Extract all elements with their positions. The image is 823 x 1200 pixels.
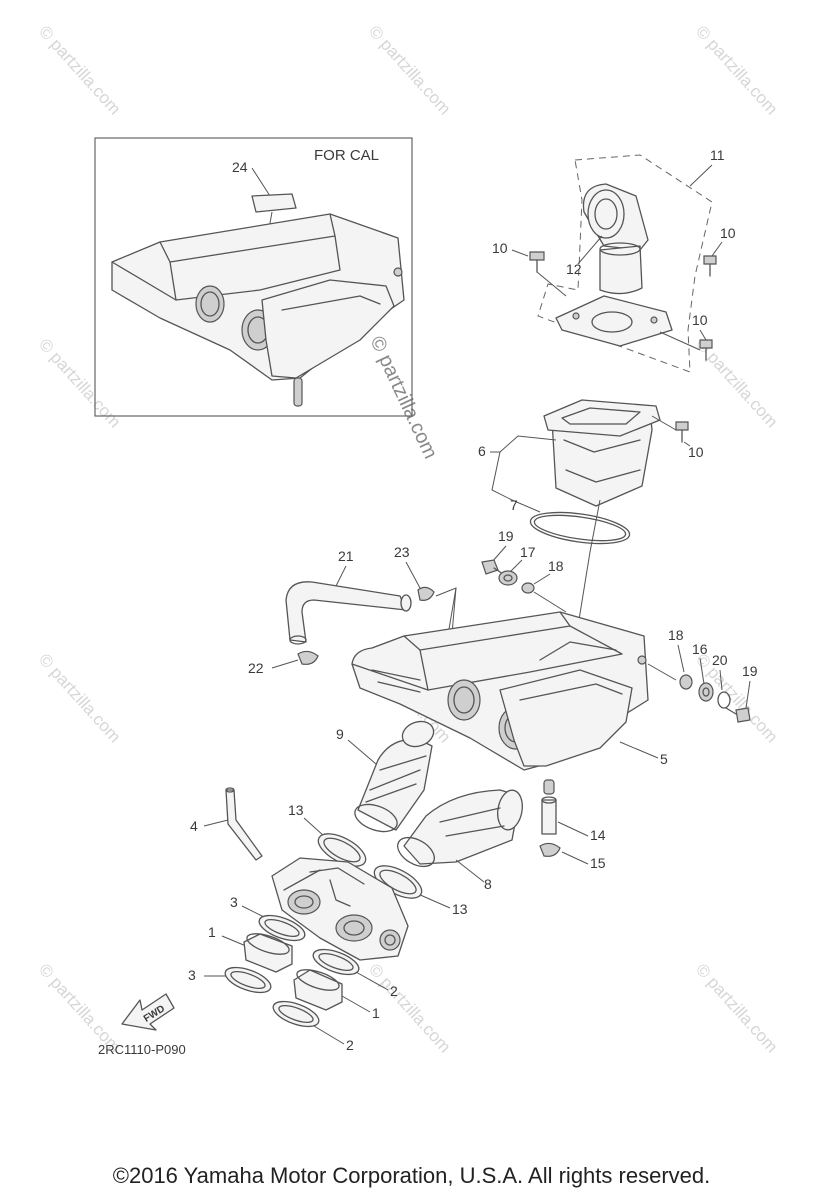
- watermark: © partzilla.com: [35, 22, 125, 118]
- bolt: [703, 255, 717, 265]
- callout-10: 10: [492, 240, 508, 256]
- watermark: © partzilla.com: [365, 22, 455, 118]
- callout-16: 16: [692, 641, 708, 657]
- inset-label: FOR CAL: [314, 147, 379, 164]
- watermark: © partzilla.com: [35, 335, 125, 431]
- callout-7: 7: [510, 497, 518, 513]
- callout-19: 19: [742, 663, 758, 679]
- joints-8-9: 9 8: [336, 720, 523, 892]
- callout-2: 2: [390, 983, 398, 999]
- callout-1: 1: [208, 924, 216, 940]
- gasket: [529, 511, 631, 545]
- callout-5: 5: [660, 751, 668, 767]
- inset-for-cal: FOR CAL 24: [94, 137, 413, 417]
- callout-11: 11: [710, 147, 725, 163]
- clamp: [224, 966, 272, 994]
- watermarks: © partzilla.com © partzilla.com © partzi…: [35, 22, 782, 1056]
- callout-1: 1: [372, 1005, 380, 1021]
- callout-8: 8: [484, 876, 492, 892]
- collar: [521, 582, 535, 594]
- vacuum-hose: [225, 789, 263, 861]
- label-sticker: [251, 193, 297, 213]
- throttle-body: [271, 857, 409, 961]
- washer: [717, 691, 731, 709]
- bolt: [735, 707, 751, 723]
- group-6-7: 6 7 10: [478, 399, 704, 701]
- bolt: [675, 421, 689, 431]
- callout-6: 6: [478, 443, 486, 459]
- airbox-cover: [499, 669, 633, 767]
- watermark: © partzilla.com: [35, 650, 125, 746]
- hose-clip: [417, 586, 435, 601]
- group-11: 11 12 10 10 10: [492, 147, 736, 373]
- hose-4: 4: [190, 787, 263, 861]
- bolt: [481, 559, 499, 575]
- callout-24: 24: [232, 159, 248, 175]
- collar: [679, 674, 693, 690]
- callout-12: 12: [566, 261, 582, 277]
- watermark: © partzilla.com: [692, 22, 782, 118]
- callout-4: 4: [190, 818, 198, 834]
- clamp: [272, 1000, 320, 1028]
- group-14-15: 14 15: [539, 796, 606, 871]
- callout-15: 15: [590, 855, 606, 871]
- callout-10: 10: [720, 225, 736, 241]
- callout-3: 3: [188, 967, 196, 983]
- callout-17: 17: [520, 544, 536, 560]
- bolt: [529, 251, 545, 261]
- callout-19: 19: [498, 528, 514, 544]
- hose-clip: [539, 842, 561, 857]
- copyright-notice: ©2016 Yamaha Motor Corporation, U.S.A. A…: [112, 1163, 711, 1188]
- breather-hose: [285, 581, 407, 643]
- fwd-arrow-icon: [121, 993, 175, 1031]
- callout-3: 3: [230, 894, 238, 910]
- callout-13: 13: [288, 802, 304, 818]
- grommet: [498, 570, 518, 586]
- lower-joints: 3 1 3 2 1 2: [188, 894, 398, 1053]
- throttle-body-assembly: [271, 857, 409, 961]
- callout-18: 18: [668, 627, 684, 643]
- callout-13: 13: [452, 901, 468, 917]
- airbox-5: 5: [351, 611, 668, 795]
- callout-21: 21: [338, 548, 354, 564]
- inset-airbox-cover: [261, 279, 395, 379]
- clamp: [258, 914, 306, 942]
- diagram-code: 2RC1110-P090: [98, 1042, 186, 1057]
- intake-joint: [403, 789, 521, 865]
- fwd-arrow: FWD: [121, 993, 175, 1031]
- callout-14: 14: [590, 827, 606, 843]
- group-21-23: 21 23 22: [248, 544, 457, 683]
- drain-tube: [541, 799, 557, 835]
- hose-clip: [297, 650, 319, 665]
- duct-plate: [555, 295, 673, 347]
- callout-23: 23: [394, 544, 410, 560]
- callout-22: 22: [248, 660, 264, 676]
- callout-20: 20: [712, 652, 728, 668]
- group-16-20: 18 16 20 19: [647, 627, 758, 723]
- clamp: [312, 948, 360, 976]
- callout-2: 2: [346, 1037, 354, 1053]
- callout-18: 18: [548, 558, 564, 574]
- inset-frame: [94, 137, 413, 417]
- grommet: [698, 682, 714, 702]
- bolt: [699, 339, 713, 349]
- callout-10: 10: [688, 444, 704, 460]
- callout-10: 10: [692, 312, 708, 328]
- watermark: © partzilla.com: [692, 960, 782, 1056]
- watermark-center: © partzilla.com: [365, 333, 441, 462]
- callout-9: 9: [336, 726, 344, 742]
- group-17-19: 19 17 18: [481, 528, 567, 613]
